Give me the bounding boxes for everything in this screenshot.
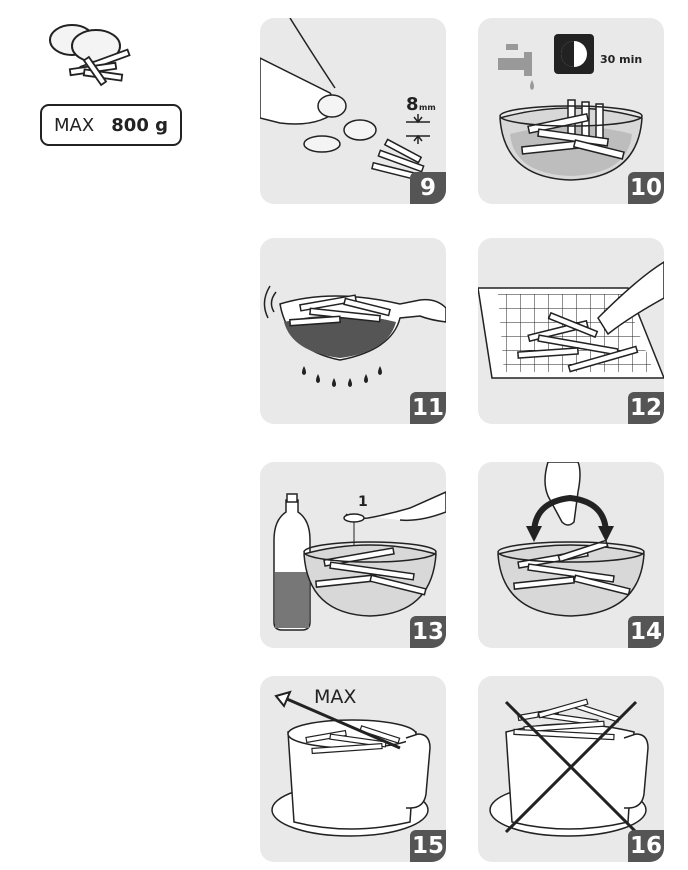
step-10-panel: 30 min 10 — [478, 18, 664, 204]
potato-fries-icon — [49, 24, 131, 87]
step-number: 10 — [628, 172, 664, 204]
cut-size-unit: mm — [419, 103, 436, 112]
step-11-panel: 11 — [260, 238, 446, 424]
soaking-bowl-illustration — [498, 34, 643, 181]
step-number: 15 — [410, 830, 446, 862]
basket-overfill-illustration — [489, 698, 649, 837]
step-number: 12 — [628, 392, 664, 424]
basket-max-fill-illustration — [271, 690, 431, 837]
soak-time-text: 30 min — [600, 53, 643, 66]
max-fill-label: MAX — [314, 686, 357, 708]
mixing-bowl-illustration — [497, 462, 645, 617]
draining-strainer-illustration — [263, 285, 446, 387]
step-number: 11 — [410, 392, 446, 424]
step-12-panel: 12 — [478, 238, 664, 424]
step-13-panel: 1 13 — [260, 462, 446, 648]
capacity-weight-text: 800 g — [111, 114, 168, 136]
capacity-label: MAX 800 g — [40, 104, 182, 146]
step-14-panel: 14 — [478, 462, 664, 648]
step-number: 16 — [628, 830, 664, 862]
oil-quantity-text: 1 — [358, 494, 368, 510]
capacity-max-text: MAX — [54, 114, 95, 136]
step-number: 9 — [410, 172, 446, 204]
cut-size-value: 8 — [406, 94, 419, 115]
step-number: 13 — [410, 616, 446, 648]
peeling-cutting-illustration — [260, 18, 430, 181]
step-9-panel: 8 mm 9 — [260, 18, 446, 204]
step-16-panel: 16 — [478, 676, 664, 862]
adding-oil-illustration — [273, 491, 446, 631]
drying-towel-illustration — [478, 261, 664, 379]
step-number: 14 — [628, 616, 664, 648]
step-15-panel: MAX 15 — [260, 676, 446, 862]
